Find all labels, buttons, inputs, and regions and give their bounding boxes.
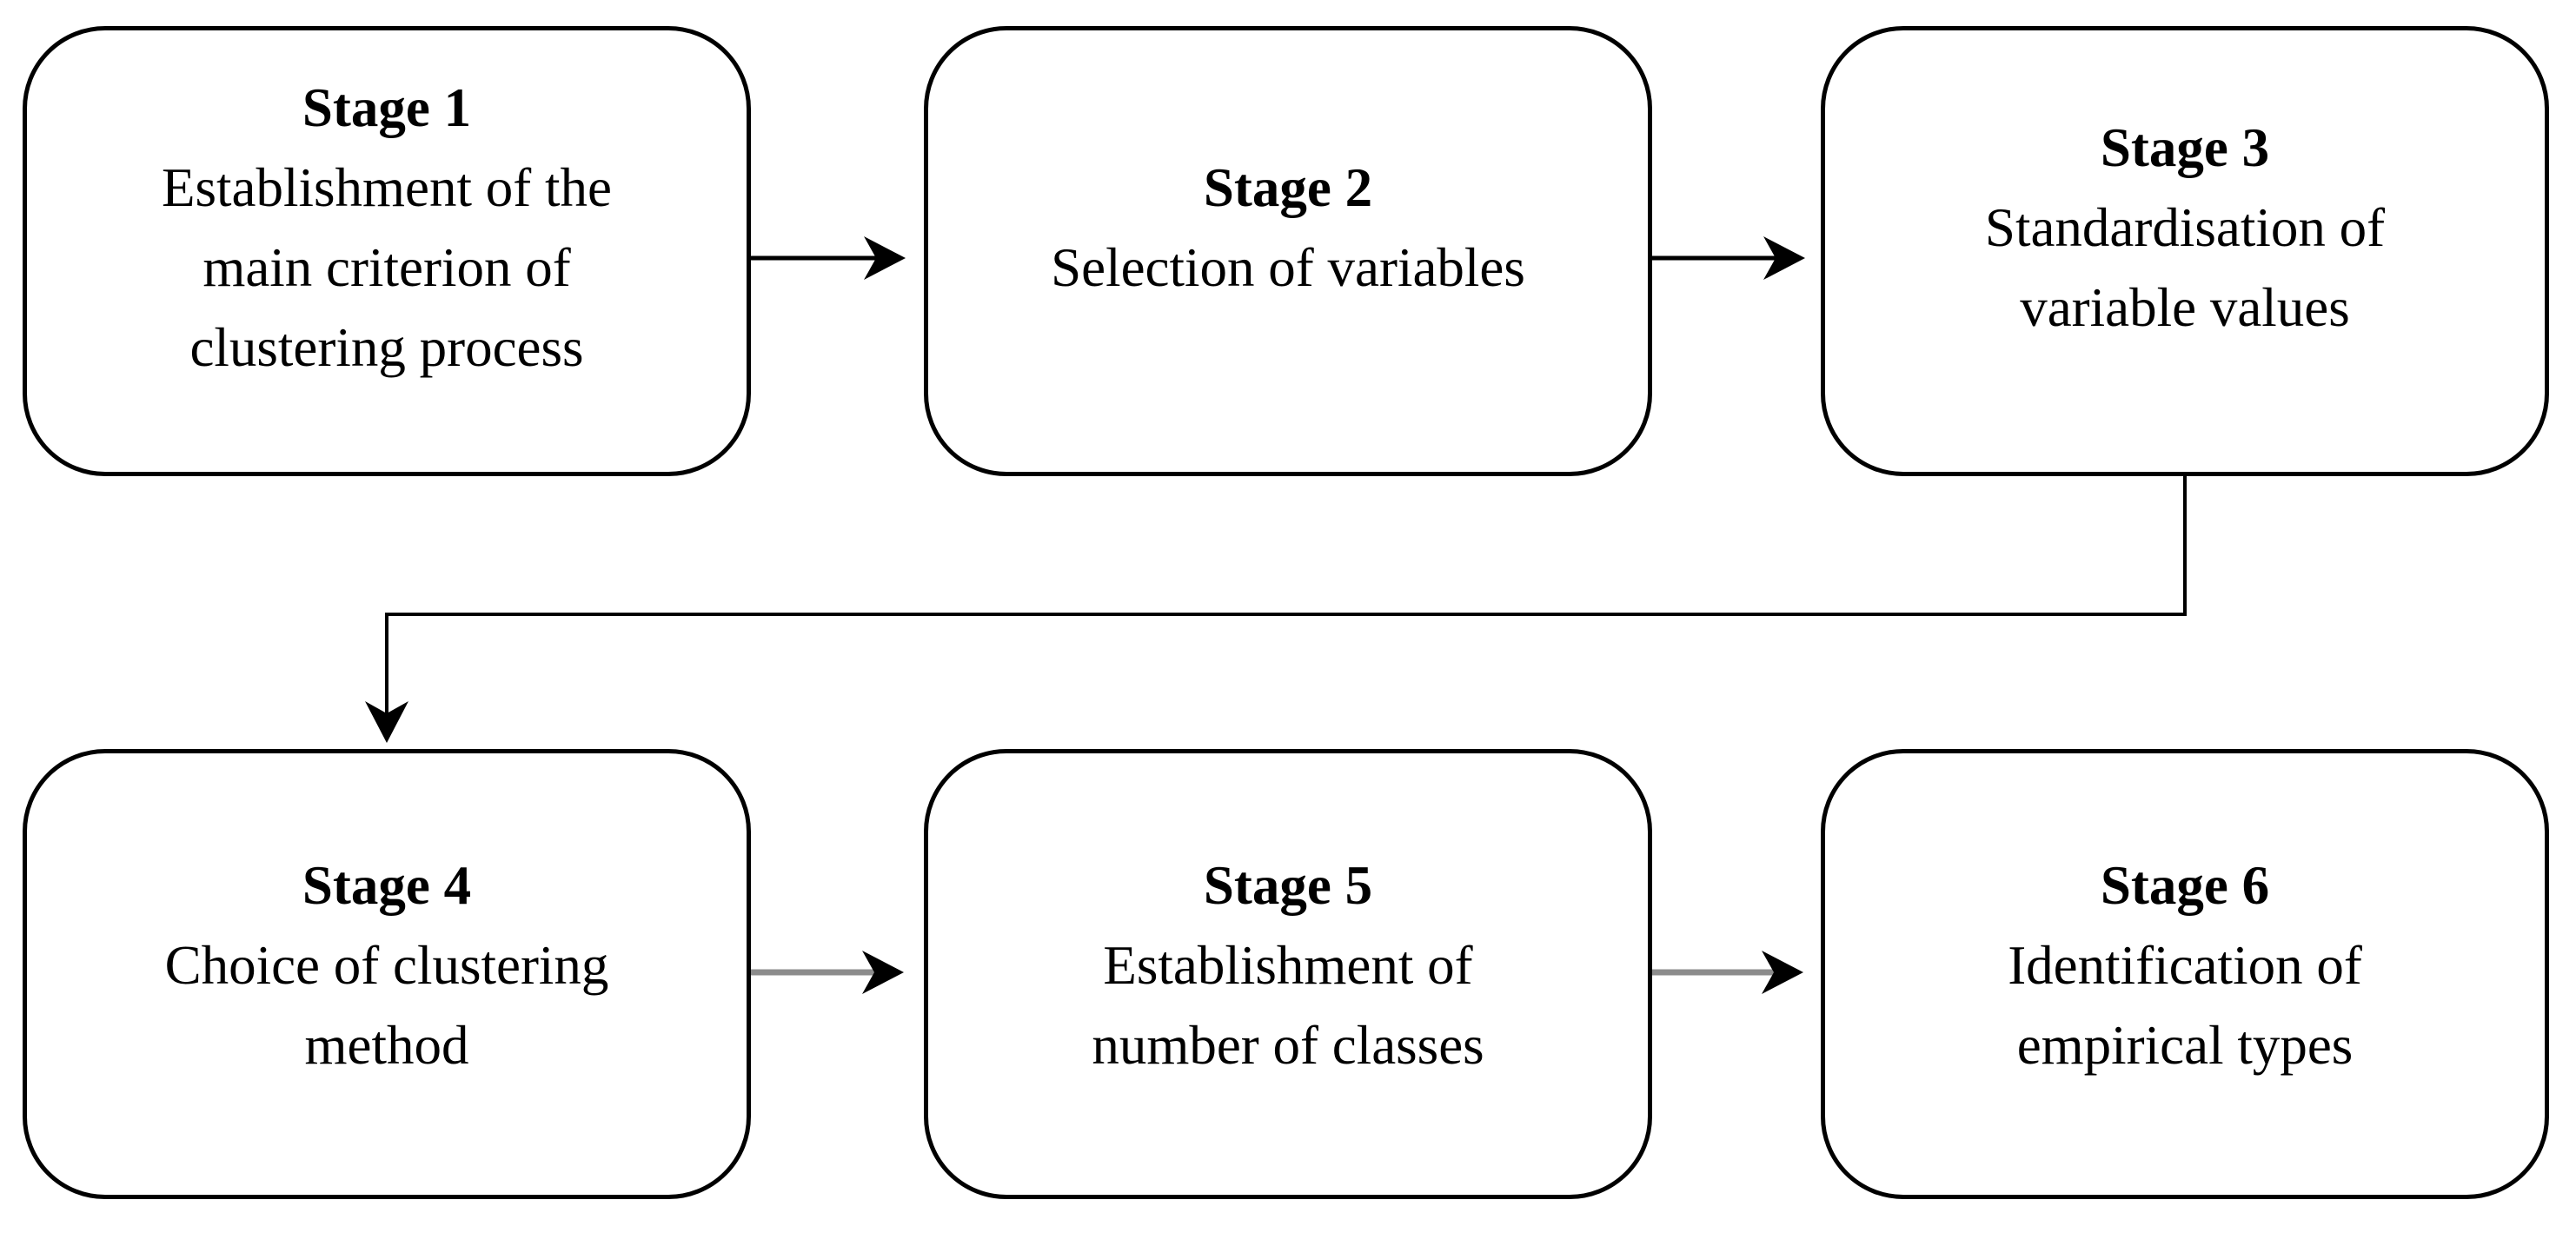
arrowhead-right-icon [864,236,906,280]
stage-1-title: Stage 1 [302,76,472,138]
stage-1-line: clustering process [189,316,584,378]
stage-4-line: method [304,1015,469,1076]
stage-2-title: Stage 2 [1203,156,1373,218]
stage-4-line: Choice of clustering [164,935,609,996]
stage-5-title: Stage 5 [1203,855,1373,916]
stage-2-box: Stage 2 Selection of variables [924,26,1652,476]
stage-6-line: Identification of [2008,935,2362,996]
arrow-stage5-to-stage6 [1651,951,1803,994]
arrowhead-right-icon [1762,951,1803,994]
stage-3-box: Stage 3 Standardisation of variable valu… [1821,26,2549,476]
stage-1-line: Establishment of the [162,156,612,218]
arrow-stage3-to-stage4-elbow [365,476,2187,743]
stage-1-box: Stage 1 Establishment of the main criter… [23,26,751,476]
stage-3-line: Standardisation of [1984,196,2386,258]
stage-3-line: variable values [2020,276,2350,338]
stage-6-box: Stage 6 Identification of empirical type… [1821,749,2549,1199]
stage-5-line: number of classes [1092,1015,1484,1076]
arrow-stage1-to-stage2 [751,236,906,280]
stage-5-line: Establishment of [1103,935,1473,996]
stage-3-title: Stage 3 [2100,116,2270,178]
stage-1-line: main criterion of [202,236,571,298]
arrowhead-down-icon [365,701,408,743]
arrowhead-right-icon [1763,236,1805,280]
stage-6-title: Stage 6 [2100,855,2270,916]
stage-4-box: Stage 4 Choice of clustering method [23,749,751,1199]
arrow-stage4-to-stage5 [751,951,904,994]
arrowhead-right-icon [862,951,904,994]
stage-4-title: Stage 4 [302,855,472,916]
stage-6-line: empirical types [2016,1015,2354,1076]
stage-2-line: Selection of variables [1051,236,1525,298]
stage-5-box: Stage 5 Establishment of number of class… [924,749,1652,1199]
arrow-stage2-to-stage3 [1651,236,1805,280]
